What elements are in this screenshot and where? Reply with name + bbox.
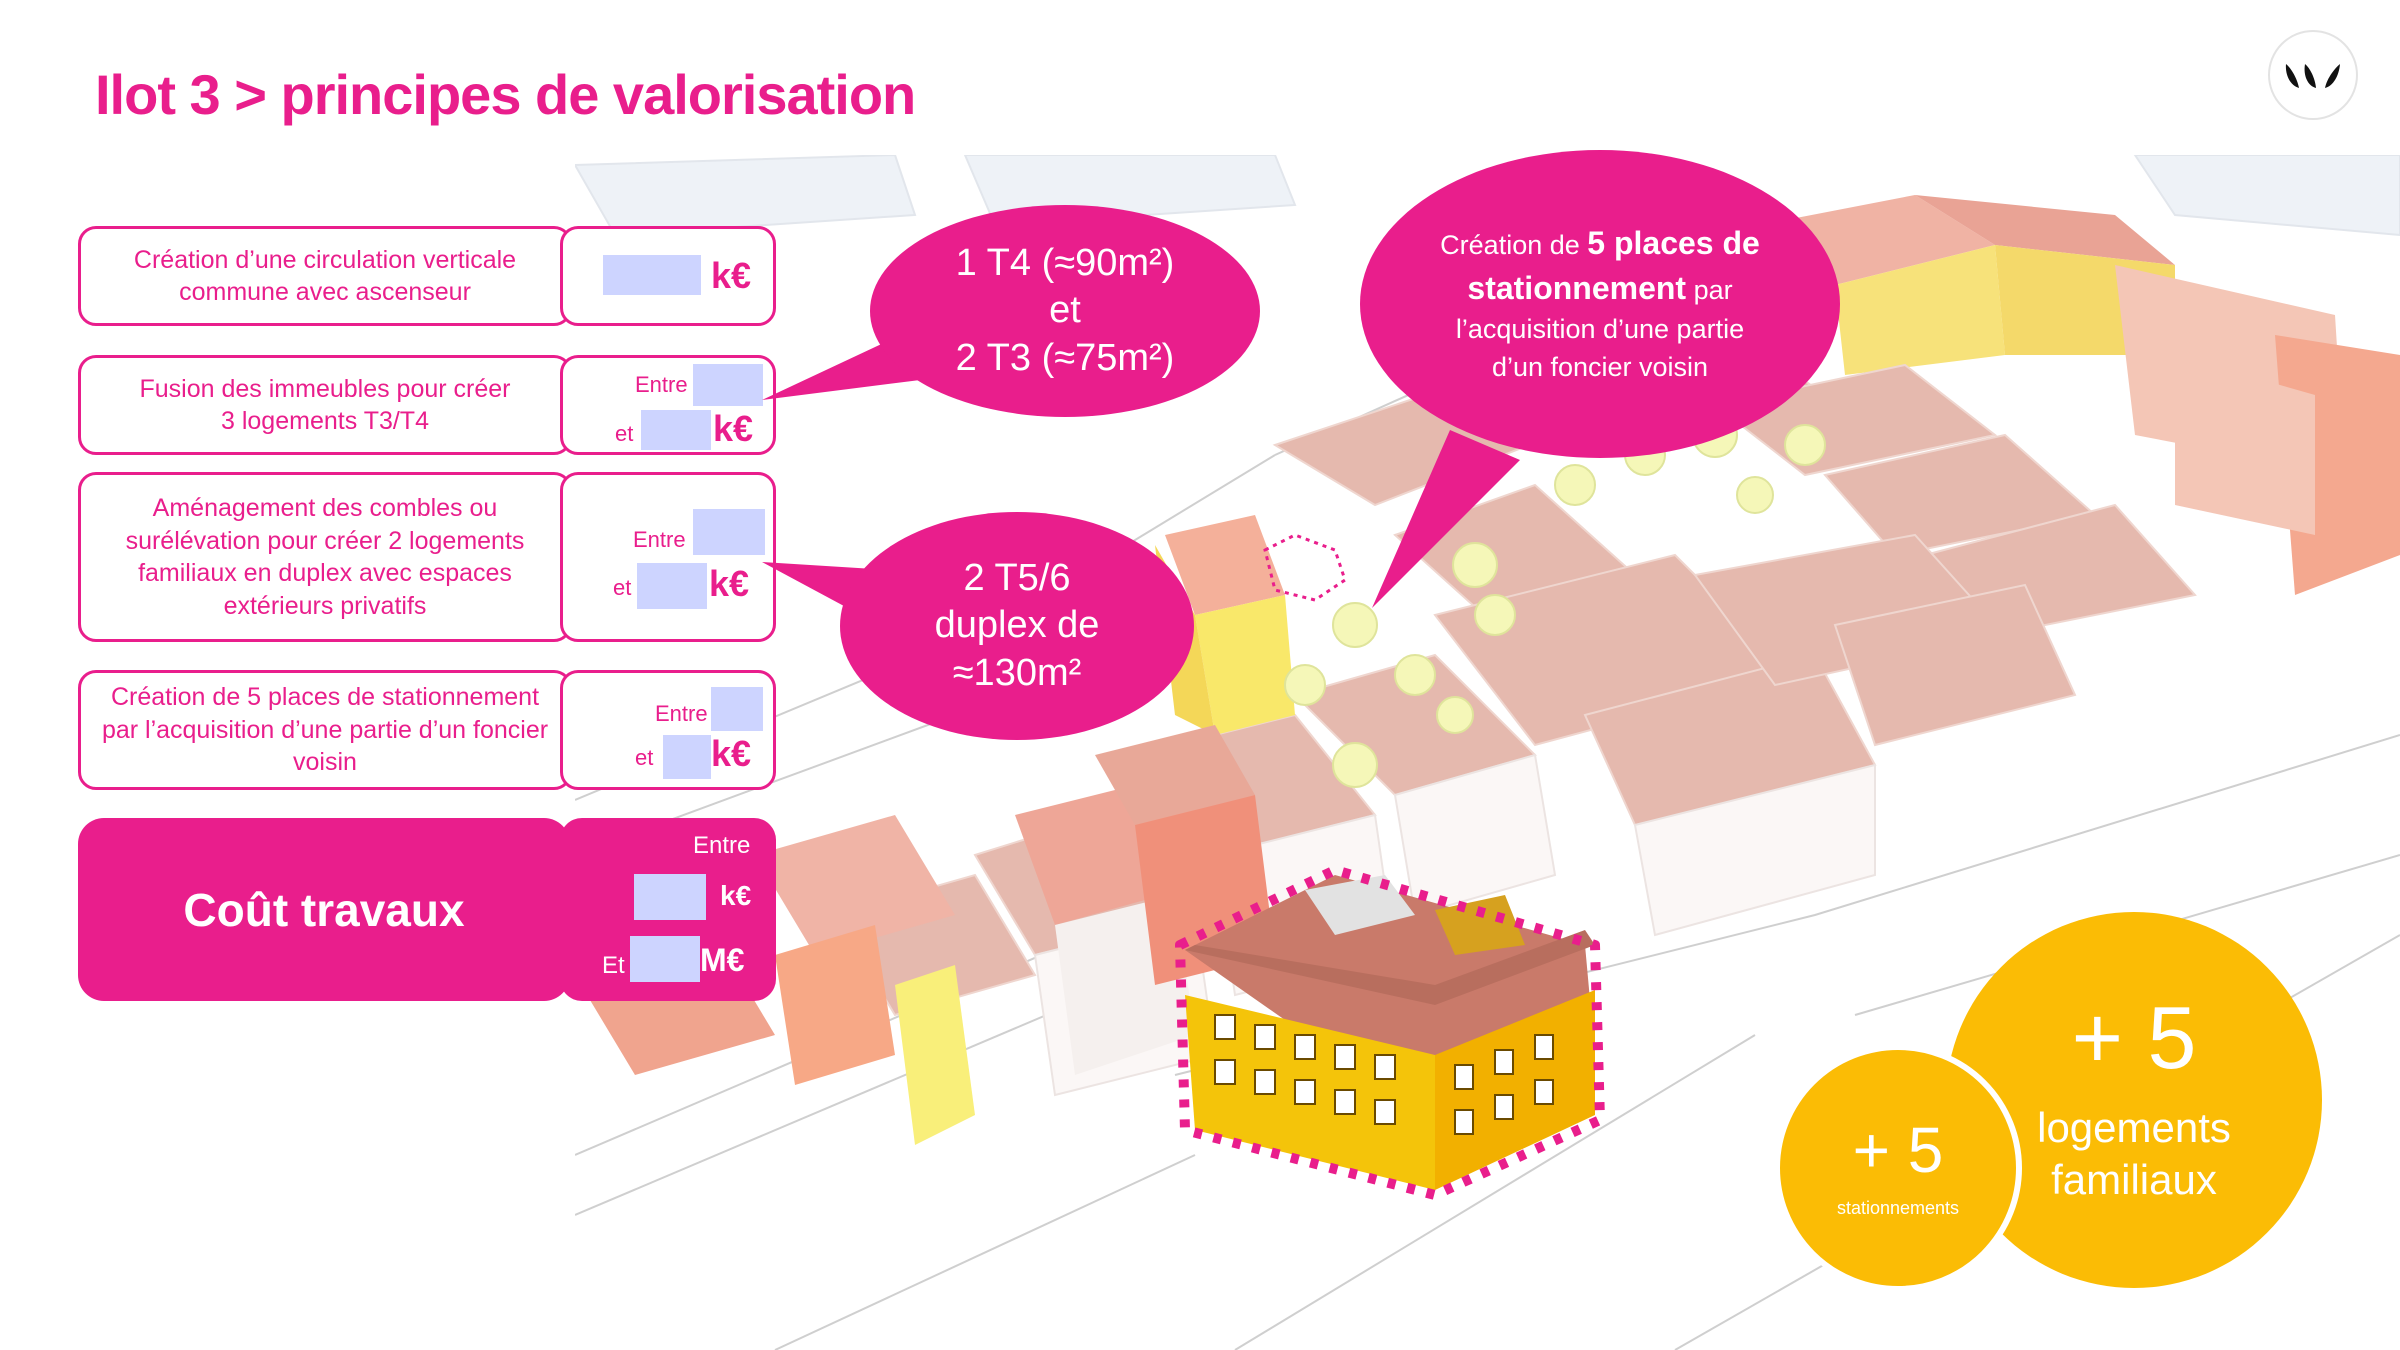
duplex-bubble: 2 T5/6 duplex de ≈130m² xyxy=(840,512,1194,740)
amount-placeholder xyxy=(634,874,706,920)
bubble-text-bold: 5 places de xyxy=(1587,225,1760,262)
and-label: et xyxy=(635,745,654,770)
housing-count-badge: + 5 logements familiaux xyxy=(1946,912,2322,1288)
row-text: Création de 5 places de stationnement xyxy=(110,683,540,712)
badge-label: logements xyxy=(2037,1103,2231,1151)
bubble-text: 1 T4 (≈90m²) xyxy=(955,241,1175,284)
and-label: et xyxy=(613,575,632,600)
cost-cell: Entre et k€ xyxy=(560,472,776,642)
amount-placeholder xyxy=(630,936,700,982)
unit-label: k€ xyxy=(713,408,754,449)
amount-placeholder xyxy=(663,735,711,779)
housing-bubble: 1 T4 (≈90m²) et 2 T3 (≈75m²) xyxy=(870,205,1260,417)
leaf-logo-icon xyxy=(2268,30,2358,120)
bubble-text: duplex de xyxy=(934,604,1100,647)
bubble-line-2: stationnement par xyxy=(1467,266,1732,311)
bubble-text: l’acquisition d’une partie xyxy=(1455,314,1745,344)
bubble-text: d’un foncier voisin xyxy=(1491,351,1709,382)
bubble-text: ≈130m² xyxy=(952,651,1082,694)
badge-value: + 5 xyxy=(1852,1113,1944,1186)
between-label: Entre xyxy=(655,701,708,726)
row-text: Création d’une circulation verticale xyxy=(133,245,517,274)
row-text: 3 logements T3/T4 xyxy=(221,407,429,435)
action-row-merge-buildings: Fusion des immeubles pour créer 3 logeme… xyxy=(78,355,572,455)
total-cost-cell: Entre k€ Et M€ xyxy=(560,818,776,1001)
action-row-attic-duplex: Aménagement des combles ou surélévation … xyxy=(78,472,572,642)
action-row-vertical-circulation: Création d’une circulation verticale com… xyxy=(78,226,572,326)
row-text: Fusion des immeubles pour créer xyxy=(139,374,511,403)
bubble-text: 2 T3 (≈75m²) xyxy=(955,336,1175,379)
action-row-parking: Création de 5 places de stationnement pa… xyxy=(78,670,572,790)
row-text: par l’acquisition d’une partie d’un fonc… xyxy=(101,715,549,744)
row-text: Aménagement des combles ou xyxy=(152,494,498,522)
unit-label: k€ xyxy=(711,733,752,774)
bubble-text: Création de xyxy=(1440,230,1588,261)
unit-label: k€ xyxy=(711,255,752,296)
and-label: et xyxy=(615,421,634,446)
unit-label: k€ xyxy=(720,880,752,911)
parking-bubble: Création de 5 places de stationnement pa… xyxy=(1360,150,1840,458)
bubble-text: et xyxy=(1049,289,1081,332)
page-title: Ilot 3 > principes de valorisation xyxy=(95,63,916,126)
cost-cell: Entre et k€ xyxy=(560,355,776,455)
and-label: Et xyxy=(602,952,625,979)
row-text: commune avec ascenseur xyxy=(179,278,471,306)
cost-cell: Entre et k€ xyxy=(560,670,776,790)
unit-label: k€ xyxy=(709,563,750,604)
amount-placeholder xyxy=(603,255,701,295)
bubble-text: par xyxy=(1686,275,1733,306)
unit-label: M€ xyxy=(700,942,745,978)
badge-label: familiaux xyxy=(2051,1156,2217,1203)
amount-placeholder xyxy=(711,687,763,731)
cost-cell: k€ xyxy=(560,226,776,326)
amount-placeholder xyxy=(693,364,763,406)
bubble-line-1: Création de 5 places de xyxy=(1440,221,1760,266)
bubble-text: 2 T5/6 xyxy=(963,556,1071,599)
row-text: extérieurs privatifs xyxy=(223,591,427,620)
between-label: Entre xyxy=(693,832,751,859)
badge-label: stationnements xyxy=(1836,1197,1960,1218)
row-text: familiaux en duplex avec espaces xyxy=(138,559,512,587)
amount-placeholder xyxy=(641,410,711,450)
total-cost-label: Coût travaux xyxy=(78,818,570,1001)
row-text: surélévation pour créer 2 logements xyxy=(125,526,525,555)
row-text: voisin xyxy=(293,748,357,777)
aerial-view-illustration xyxy=(575,155,2400,1350)
bubble-tail xyxy=(1372,430,1520,608)
bubble-tail xyxy=(762,340,920,400)
parking-count-badge: + 5 stationnements xyxy=(1774,1044,2022,1292)
between-label: Entre xyxy=(635,372,688,397)
amount-placeholder xyxy=(693,509,765,555)
between-label: Entre xyxy=(633,527,686,552)
badge-value: + 5 xyxy=(2071,987,2197,1087)
amount-placeholder xyxy=(637,563,707,609)
bubble-text-bold: stationnement xyxy=(1467,270,1687,307)
